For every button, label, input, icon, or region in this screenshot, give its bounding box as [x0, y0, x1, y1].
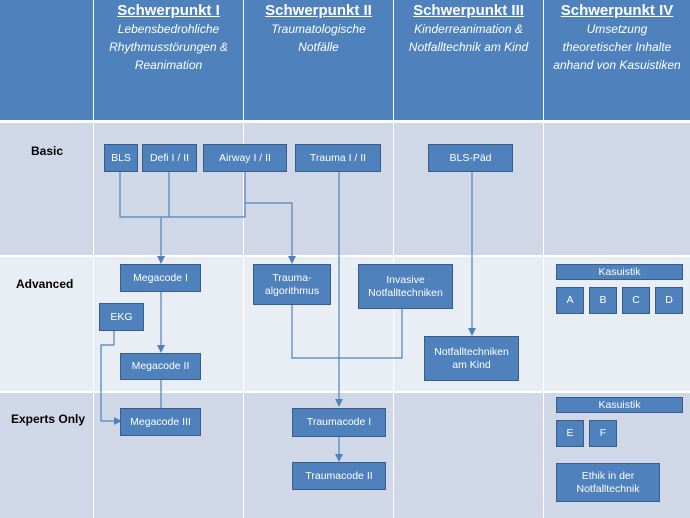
column-divider — [93, 0, 94, 518]
node-kasuistik-experts: Kasuistik — [556, 397, 683, 413]
column-subtitle: Traumatologische — [271, 22, 366, 36]
column-divider — [543, 0, 544, 518]
column-subtitle: Notfalltechnik am Kind — [408, 40, 529, 54]
connector — [161, 172, 246, 218]
node-label-line: Invasive — [386, 273, 425, 286]
column-header-4: Schwerpunkt IV Umsetzung theoretischer I… — [544, 2, 690, 74]
node-traumacode-2: Traumacode II — [292, 462, 386, 490]
row-divider — [0, 391, 690, 393]
column-subtitle: Kinderreanimation & — [414, 22, 523, 36]
column-subtitle: Lebensbedrohliche — [117, 22, 220, 36]
row-label-basic: Basic — [31, 144, 64, 158]
node-label-line: am Kind — [452, 358, 491, 371]
node-ethik: Ethik in der Notfalltechnik — [556, 463, 660, 502]
column-subtitle: Umsetzung — [586, 22, 648, 36]
node-notfalltechniken-am-kind: Notfalltechniken am Kind — [424, 336, 519, 381]
column-subtitle: anhand von Kasuistiken — [553, 58, 681, 72]
node-label-line: Trauma- — [272, 271, 312, 284]
row-label-experts: Experts Only — [11, 412, 86, 426]
connector — [339, 309, 403, 359]
column-subtitle: theoretischer Inhalte — [562, 40, 672, 54]
node-bls-paed: BLS-Päd — [428, 144, 513, 172]
column-subtitle: Notfälle — [298, 40, 339, 54]
node-traumacode-1: Traumacode I — [292, 408, 386, 437]
node-case-c: C — [622, 287, 650, 314]
column-title: Schwerpunkt III — [413, 2, 524, 19]
node-defi: Defi I / II — [142, 144, 197, 172]
column-divider — [393, 0, 394, 518]
column-subtitle: Rhythmusstörungen & — [109, 40, 228, 54]
connector — [100, 331, 122, 425]
node-label-line: Notfalltechniken — [434, 345, 509, 358]
node-traumaalgorithmus: Trauma- algorithmus — [253, 264, 331, 305]
node-trauma: Trauma I / II — [295, 144, 381, 172]
column-title: Schwerpunkt IV — [560, 2, 674, 19]
connector — [119, 172, 161, 218]
node-label-line: Notfalltechnik — [576, 482, 640, 495]
column-title: Schwerpunkt I — [117, 2, 220, 19]
basic-row — [0, 121, 690, 256]
row-divider — [0, 255, 690, 257]
node-airway: Airway I / II — [203, 144, 287, 172]
column-header-3: Schwerpunkt III Kinderreanimation & Notf… — [394, 2, 543, 56]
node-ekg: EKG — [99, 303, 144, 331]
node-label-line: Ethik in der — [581, 469, 635, 482]
column-header-2: Schwerpunkt II Traumatologische Notfälle — [244, 2, 393, 56]
connector — [245, 202, 296, 264]
row-divider — [0, 120, 690, 123]
node-case-f: F — [589, 420, 617, 447]
node-case-b: B — [589, 287, 617, 314]
node-megacode-3: Megacode III — [120, 408, 201, 436]
column-header-1: Schwerpunkt I Lebensbedrohliche Rhythmus… — [94, 2, 243, 74]
column-title: Schwerpunkt II — [265, 2, 372, 19]
connector — [291, 305, 339, 359]
node-label-line: algorithmus — [264, 284, 320, 297]
node-label-line: Notfalltechniken — [368, 286, 443, 299]
header-row — [0, 0, 690, 121]
column-subtitle: Reanimation — [134, 58, 203, 72]
node-invasive-notfalltechniken: Invasive Notfalltechniken — [358, 264, 453, 309]
node-kasuistik-advanced: Kasuistik — [556, 264, 683, 280]
column-divider — [243, 0, 244, 518]
node-bls: BLS — [104, 144, 138, 172]
node-case-d: D — [655, 287, 683, 314]
node-megacode-1: Megacode I — [120, 264, 201, 292]
node-megacode-2: Megacode II — [120, 353, 201, 380]
node-case-a: A — [556, 287, 584, 314]
row-label-advanced: Advanced — [16, 277, 74, 291]
node-case-e: E — [556, 420, 584, 447]
